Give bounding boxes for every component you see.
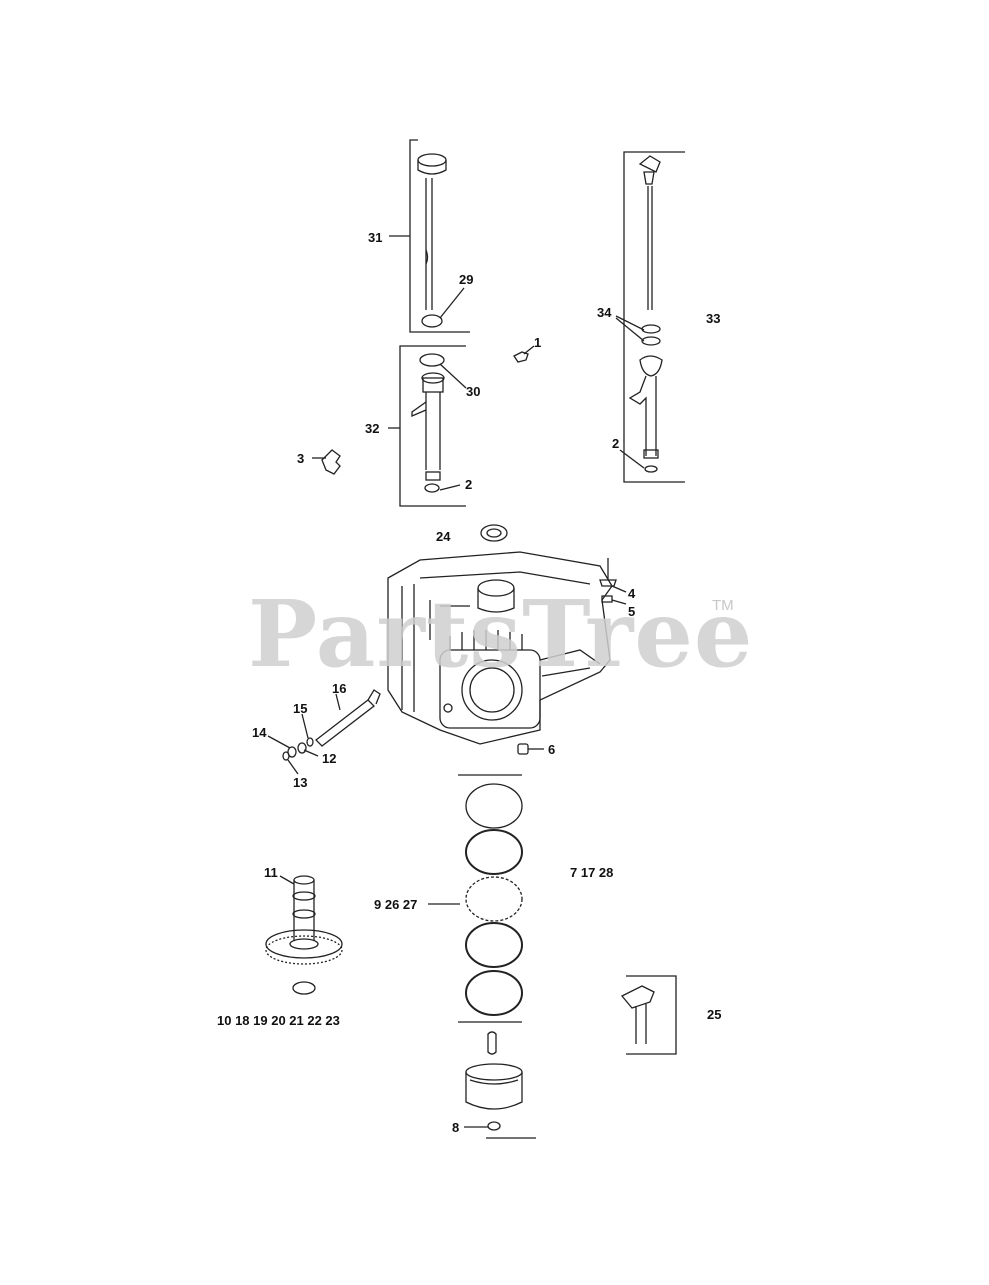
callout-29: 29 xyxy=(459,272,474,287)
part-12-washer xyxy=(297,742,307,754)
crankcase-block xyxy=(387,551,613,745)
callout-11: 11 xyxy=(264,865,278,880)
callout-14: 14 xyxy=(252,725,267,740)
part-3-bracket xyxy=(321,449,341,475)
callout-24: 24 xyxy=(436,529,451,544)
callout-10-18-19-20-21-22-23: 10 18 19 20 21 22 23 xyxy=(217,1013,340,1028)
callout-6: 6 xyxy=(548,742,556,757)
callout-16: 16 xyxy=(332,681,347,696)
callout-13: 13 xyxy=(293,775,308,790)
part-32-dipstick-tube xyxy=(399,345,466,507)
part-34-o-ring-b xyxy=(641,336,661,346)
watermark-logo: PartsTree xyxy=(248,580,754,688)
callout-7-17-28: 7 17 28 xyxy=(570,865,614,880)
part-34-o-ring-a xyxy=(641,324,661,334)
part-16-governor-shaft xyxy=(315,699,375,747)
callout-4: 4 xyxy=(628,586,636,601)
callout-2-right: 2 xyxy=(612,436,620,451)
callout-3: 3 xyxy=(297,451,305,466)
part-29-o-ring xyxy=(421,314,443,328)
callout-30: 30 xyxy=(466,384,481,399)
part-8-piston xyxy=(465,1031,536,1139)
part-31-dipstick xyxy=(409,139,470,333)
callout-9-26-27: 9 26 27 xyxy=(374,897,418,912)
piston-ring-set xyxy=(458,774,523,1023)
part-5-clip xyxy=(601,595,613,603)
trademark-mark: TM xyxy=(712,597,734,614)
camshaft-shim xyxy=(292,981,316,995)
part-1-screw xyxy=(513,351,529,363)
callout-25: 25 xyxy=(707,1007,722,1022)
part-2-o-ring-left xyxy=(424,483,440,493)
part-2-o-ring-right xyxy=(644,465,658,473)
part-30-o-ring xyxy=(419,353,445,367)
callout-8: 8 xyxy=(452,1120,460,1135)
part-14-washer xyxy=(287,746,297,758)
callout-31: 31 xyxy=(368,230,383,245)
part-6-plug xyxy=(517,743,529,755)
callout-15: 15 xyxy=(293,701,308,716)
callout-32: 32 xyxy=(365,421,380,436)
part-24-oil-seal xyxy=(480,524,508,542)
callout-12: 12 xyxy=(322,751,337,766)
part-4-bolt xyxy=(599,558,617,587)
callout-5: 5 xyxy=(628,604,636,619)
part-15-pin xyxy=(306,737,314,747)
callout-34: 34 xyxy=(597,305,612,320)
part-25-breather-assembly xyxy=(620,975,677,1055)
part-33-dipstick-assembly xyxy=(623,151,685,483)
part-11-camshaft xyxy=(265,875,343,965)
callout-2-left: 2 xyxy=(465,477,473,492)
callout-33: 33 xyxy=(706,311,721,326)
callout-1: 1 xyxy=(534,335,542,350)
part-13-clip xyxy=(282,751,290,761)
